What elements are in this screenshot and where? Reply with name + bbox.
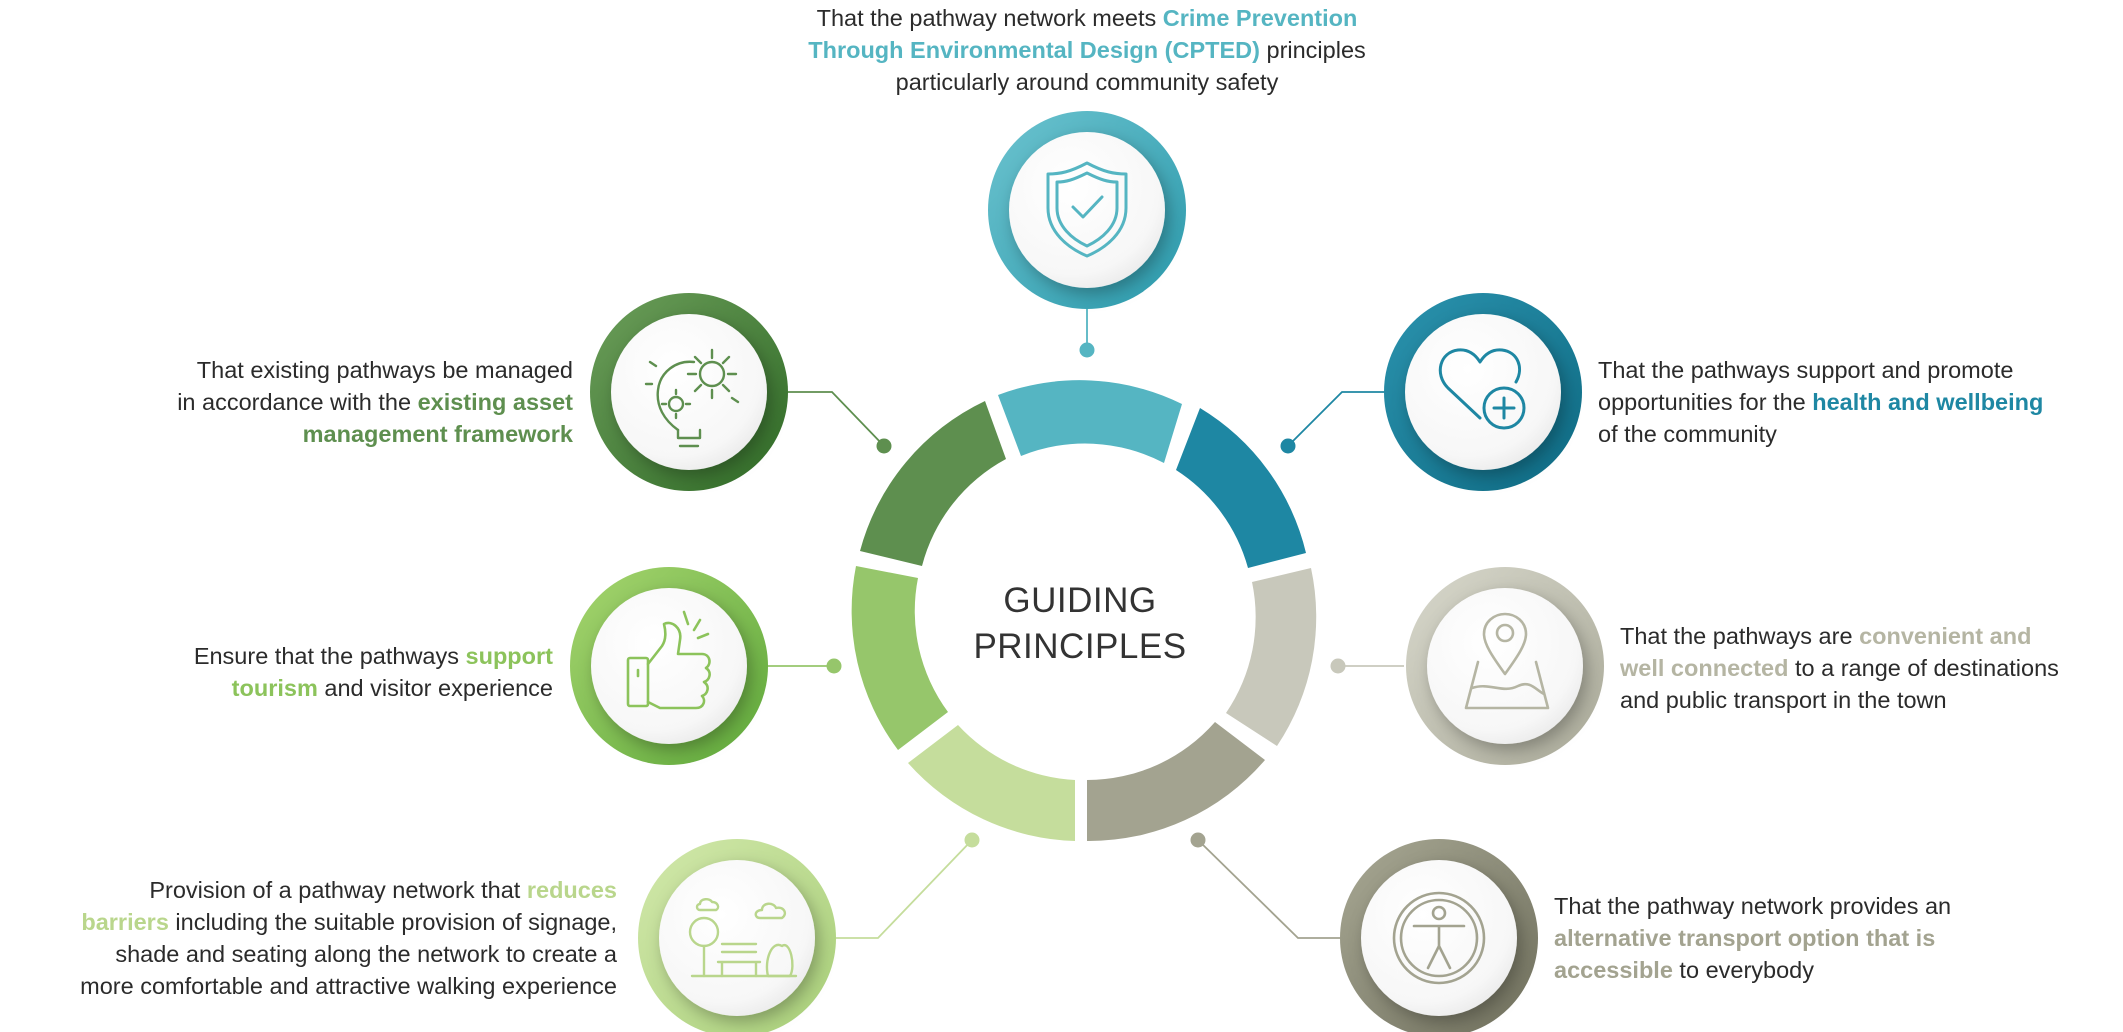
text-line: barriers including the suitable provisio… bbox=[0, 906, 617, 938]
badge-connected bbox=[1406, 567, 1604, 765]
highlighted-phrase: tourism bbox=[231, 675, 318, 701]
principle-accessible-text: That the pathway network provides an alte… bbox=[1554, 890, 2074, 986]
heart-plus-icon bbox=[1438, 348, 1526, 430]
thumbs-up-icon bbox=[626, 610, 711, 710]
text-line: That the pathways are convenient and bbox=[1620, 620, 2120, 652]
ring-segment-accessible bbox=[1087, 722, 1265, 842]
text-segment: and public transport in the town bbox=[1620, 687, 1947, 713]
text-line: and public transport in the town bbox=[1620, 684, 2120, 716]
highlighted-phrase: Crime Prevention bbox=[1162, 5, 1358, 31]
badge-cpted bbox=[988, 111, 1186, 309]
ring-segment-barriers bbox=[908, 725, 1075, 841]
shield-check-icon bbox=[1046, 161, 1128, 258]
text-line: That the pathway network provides an bbox=[1554, 890, 2074, 922]
text-line: That the pathway network meets Crime Pre… bbox=[700, 2, 1474, 34]
text-line: well connected to a range of destination… bbox=[1620, 652, 2120, 684]
text-segment: opportunities for the bbox=[1598, 389, 1813, 415]
ring-segment-cpted bbox=[998, 380, 1182, 463]
highlighted-phrase: convenient and bbox=[1859, 623, 2032, 649]
text-line: Through Environmental Design (CPTED) pri… bbox=[700, 34, 1474, 66]
ring-segment-asset bbox=[860, 401, 1006, 566]
text-segment: Ensure that the pathways bbox=[193, 643, 466, 669]
connector-dot-connected bbox=[1330, 658, 1346, 674]
text-line: That the pathways support and promote bbox=[1598, 354, 2118, 386]
principle-asset-text: That existing pathways be managed in acco… bbox=[40, 354, 573, 450]
highlighted-phrase: accessible bbox=[1554, 957, 1673, 983]
text-line: of the community bbox=[1598, 418, 2118, 450]
highlighted-phrase: existing asset bbox=[417, 389, 573, 415]
badge-accessible bbox=[1340, 839, 1538, 1032]
principle-cpted-text: That the pathway network meets Crime Pre… bbox=[700, 2, 1474, 98]
text-segment: That the pathway network meets bbox=[816, 5, 1163, 31]
text-line: opportunities for the health and wellbei… bbox=[1598, 386, 2118, 418]
text-line: in accordance with the existing asset bbox=[40, 386, 573, 418]
text-segment: including the suitable provision of sign… bbox=[168, 909, 617, 935]
badge-asset bbox=[590, 293, 788, 491]
text-segment: to everybody bbox=[1672, 957, 1814, 983]
highlighted-phrase: Through Environmental Design (CPTED) bbox=[808, 37, 1260, 63]
badge-tourism bbox=[570, 567, 768, 765]
center-title-line1: GUIDING bbox=[1003, 581, 1157, 620]
text-line: shade and seating along the network to c… bbox=[0, 938, 617, 970]
principle-barriers-text: Provision of a pathway network that redu… bbox=[0, 874, 617, 1002]
gear-bulb-icon bbox=[644, 348, 740, 448]
text-line: Ensure that the pathways support bbox=[60, 640, 553, 672]
ring-segment-health bbox=[1176, 408, 1306, 568]
text-segment: of the community bbox=[1598, 421, 1777, 447]
connector-dot-tourism bbox=[826, 658, 842, 674]
center-ring bbox=[851, 380, 1317, 842]
park-bench-icon bbox=[688, 898, 798, 978]
text-segment: principles bbox=[1259, 37, 1366, 63]
connector-dot-cpted bbox=[1079, 342, 1095, 358]
ring-segment-connected bbox=[1226, 568, 1317, 746]
highlighted-phrase: health and wellbeing bbox=[1812, 389, 2044, 415]
highlighted-phrase: management framework bbox=[302, 421, 573, 447]
highlighted-phrase: alternative transport option that is bbox=[1554, 925, 1936, 951]
accessibility-icon bbox=[1392, 891, 1486, 985]
text-line: more comfortable and attractive walking … bbox=[0, 970, 617, 1002]
text-line: accessible to everybody bbox=[1554, 954, 2074, 986]
highlighted-phrase: barriers bbox=[81, 909, 169, 935]
connector-dot-accessible bbox=[1190, 832, 1206, 848]
connector-barriers bbox=[836, 839, 973, 939]
connector-health bbox=[1287, 391, 1388, 447]
principle-health-text: That the pathways support and promote opp… bbox=[1598, 354, 2118, 450]
text-segment: That the pathways are bbox=[1620, 623, 1860, 649]
center-title-line2: PRINCIPLES bbox=[973, 627, 1187, 666]
text-line: particularly around community safety bbox=[700, 66, 1474, 98]
highlighted-phrase: support bbox=[465, 643, 553, 669]
text-segment: That the pathways support and promote bbox=[1598, 357, 2014, 383]
connector-dot-barriers bbox=[964, 832, 980, 848]
text-segment: shade and seating along the network to c… bbox=[115, 941, 617, 967]
ring-segment-tourism bbox=[851, 566, 948, 750]
text-line: management framework bbox=[40, 418, 573, 450]
highlighted-phrase: reduces bbox=[526, 877, 617, 903]
text-segment: That existing pathways be managed bbox=[196, 357, 573, 383]
text-segment: particularly around community safety bbox=[895, 69, 1279, 95]
text-segment: more comfortable and attractive walking … bbox=[80, 973, 617, 999]
connector-accessible bbox=[1197, 839, 1340, 939]
text-segment: in accordance with the bbox=[177, 389, 418, 415]
text-line: Provision of a pathway network that redu… bbox=[0, 874, 617, 906]
connectors bbox=[766, 304, 1404, 939]
map-pin-icon bbox=[1464, 612, 1550, 710]
badge-barriers bbox=[638, 839, 836, 1032]
text-segment: to a range of destinations bbox=[1788, 655, 2059, 681]
text-line: That existing pathways be managed bbox=[40, 354, 573, 386]
connector-dot-health bbox=[1280, 438, 1296, 454]
text-line: tourism and visitor experience bbox=[60, 672, 553, 704]
text-segment: and visitor experience bbox=[317, 675, 553, 701]
text-line: alternative transport option that is bbox=[1554, 922, 2074, 954]
highlighted-phrase: well connected bbox=[1620, 655, 1789, 681]
text-segment: That the pathway network provides an bbox=[1554, 893, 1952, 919]
connector-dot-asset bbox=[876, 438, 892, 454]
center-title: GUIDING PRINCIPLES bbox=[960, 578, 1200, 670]
badge-health bbox=[1384, 293, 1582, 491]
text-segment: Provision of a pathway network that bbox=[149, 877, 527, 903]
connector-asset bbox=[788, 391, 885, 447]
